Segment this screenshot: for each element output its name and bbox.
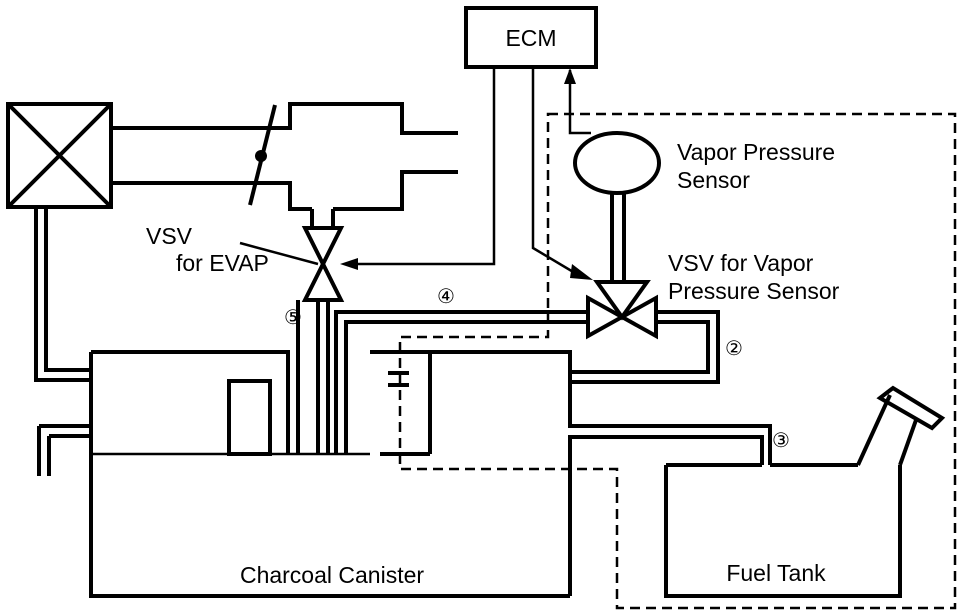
vsv-evap-label-1: VSV xyxy=(146,223,193,249)
ecm-label: ECM xyxy=(505,25,556,51)
evap-purge-line xyxy=(296,209,335,454)
dashed-boundary xyxy=(398,112,957,610)
vsv-vps-label-1: VSV for Vapor xyxy=(668,250,814,276)
vapor-line-2 xyxy=(570,310,720,384)
vsv-vps-label-2: Pressure Sensor xyxy=(668,278,840,304)
vapor-line-4 xyxy=(334,310,588,454)
air-cleaner xyxy=(6,102,113,209)
intake-manifold xyxy=(111,102,458,211)
marker-2: ② xyxy=(725,336,743,360)
vapor-pressure-sensor xyxy=(573,131,661,282)
fuel-tank-label: Fuel Tank xyxy=(726,560,826,586)
marker-5: ⑤ xyxy=(284,305,302,329)
air-cleaner-pipe xyxy=(34,207,91,382)
fuel-tank xyxy=(664,385,946,598)
vsv-vapor-pressure-valve xyxy=(586,280,658,340)
marker-3: ③ xyxy=(772,428,790,452)
charcoal-canister xyxy=(37,350,772,598)
ecm-box xyxy=(340,6,598,280)
vapor-pressure-sensor-label-2: Sensor xyxy=(677,167,750,193)
marker-4: ④ xyxy=(437,284,455,308)
vapor-pressure-sensor-label-1: Vapor Pressure xyxy=(677,139,835,165)
vsv-evap-valve xyxy=(239,226,345,302)
charcoal-canister-label: Charcoal Canister xyxy=(240,562,424,588)
vsv-evap-label-2: for EVAP xyxy=(176,250,269,276)
